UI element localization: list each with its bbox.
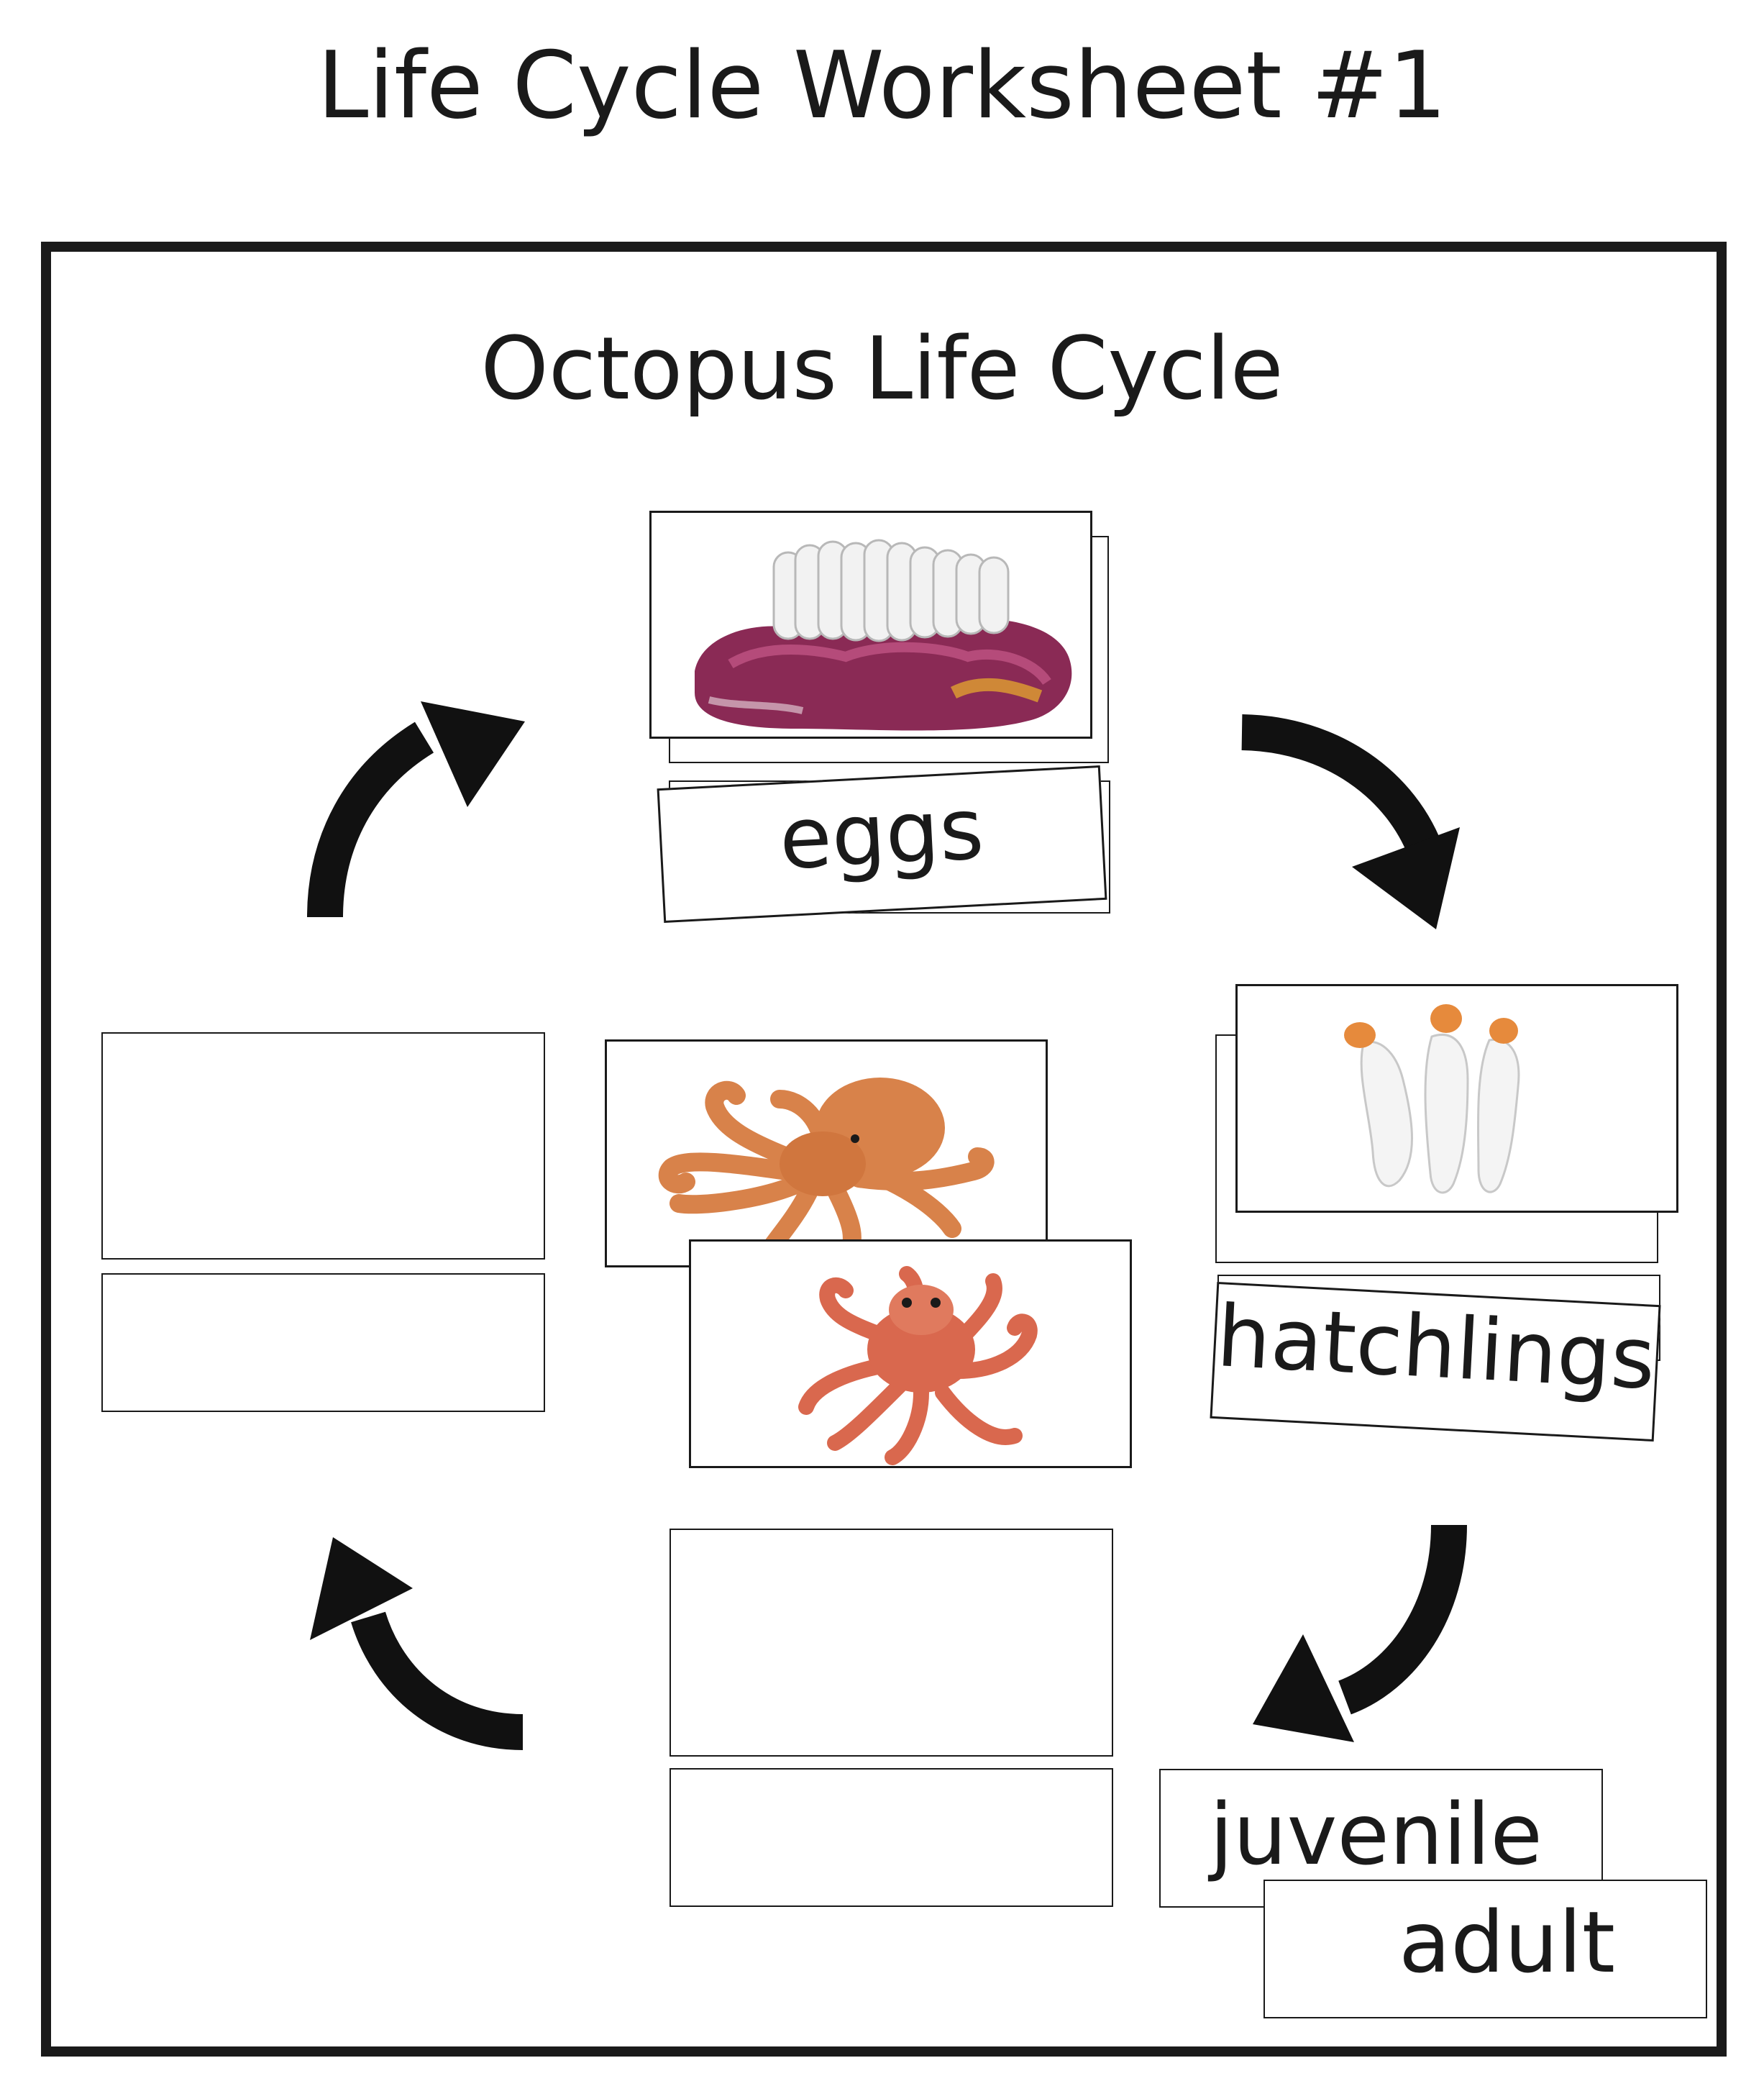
juvenile-octopus-illustration [658, 1078, 995, 1265]
juvenile-label: juvenile [1210, 1785, 1543, 1884]
hatchlings-picture-card[interactable] [1235, 984, 1678, 1213]
empty-picture-slot-left[interactable] [101, 1032, 545, 1260]
octopus-eggs-illustration [695, 539, 1072, 731]
diagram-frame [41, 242, 1727, 2057]
octopus-hatchlings-illustration [1344, 1004, 1520, 1194]
adult-mantle [867, 1306, 975, 1393]
juvenile-picture-card[interactable] [605, 1039, 1048, 1267]
worksheet-title: Life Cycle Worksheet #1 [317, 32, 1447, 140]
eggs-label: eggs [777, 778, 987, 888]
hatchling-heads [1344, 1004, 1518, 1048]
hatchlings-label-card[interactable]: hatchlings [1210, 1281, 1661, 1442]
adult-label-card[interactable]: adult [1263, 1880, 1707, 2018]
diagram-title: Octopus Life Cycle [480, 319, 1284, 419]
egg-cluster [772, 539, 1010, 642]
hatchlings-label: hatchlings [1214, 1286, 1658, 1408]
adult-label: adult [1398, 1892, 1616, 1992]
adult-picture-card[interactable] [689, 1239, 1132, 1468]
empty-label-slot-bottom[interactable] [670, 1768, 1113, 1907]
hatchling-bodies [1360, 1034, 1520, 1194]
adult-octopus-illustration [798, 1266, 1038, 1465]
empty-label-slot-left[interactable] [101, 1273, 545, 1412]
eggs-label-card[interactable]: eggs [657, 765, 1107, 924]
eggs-picture-card[interactable] [649, 511, 1092, 739]
empty-picture-slot-bottom[interactable] [670, 1529, 1113, 1757]
rock [695, 614, 1072, 731]
